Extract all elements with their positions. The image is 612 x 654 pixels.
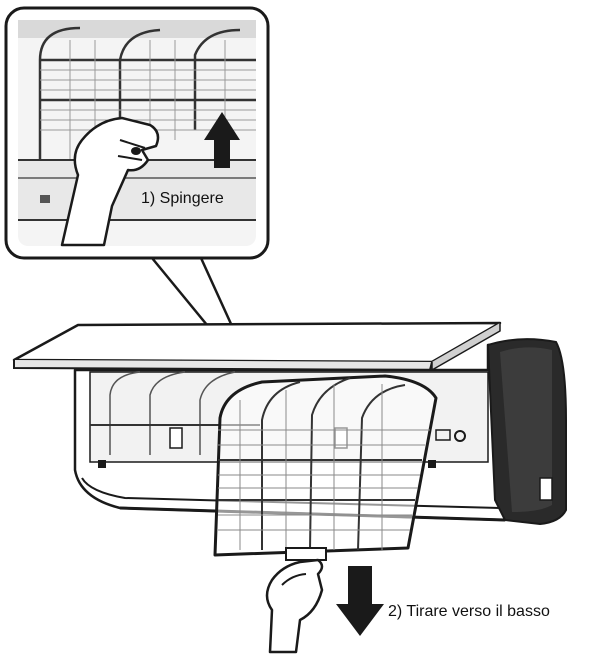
filter-frame — [213, 374, 438, 557]
step-2-label: 2) Tirare verso il basso — [388, 603, 550, 620]
filter-mesh-zoomed — [38, 26, 256, 165]
step-1-label: 1) Spingere — [141, 190, 224, 207]
air-filter — [213, 374, 438, 561]
hand-pull-icon — [265, 558, 324, 654]
zoom-callout — [4, 6, 270, 394]
arrow-up-icon — [204, 112, 240, 168]
arrow-down-icon — [336, 566, 384, 636]
front-panel-open — [12, 321, 502, 364]
